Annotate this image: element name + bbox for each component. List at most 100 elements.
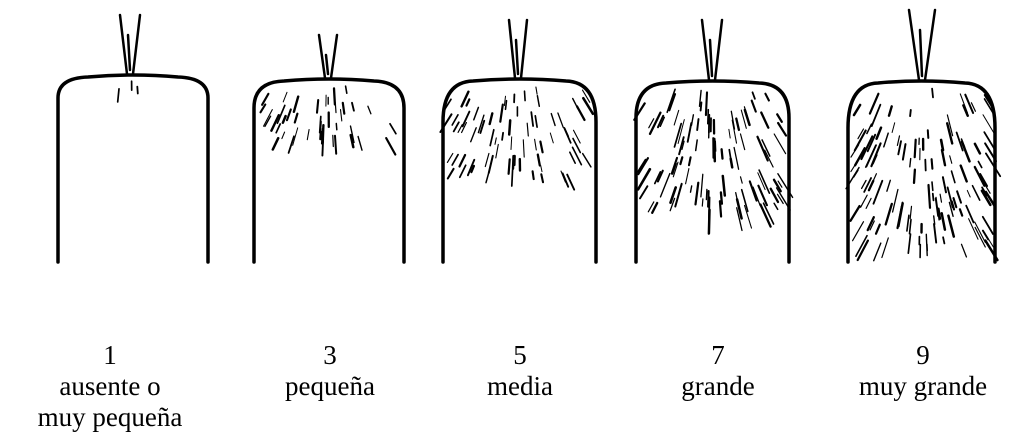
- streak-mark: [335, 136, 336, 154]
- streak-mark: [720, 201, 721, 216]
- streak-mark: [851, 162, 857, 172]
- streak-mark: [551, 114, 555, 126]
- specimen-5: [440, 20, 596, 262]
- streak-mark: [975, 167, 985, 186]
- streak-mark: [500, 105, 503, 122]
- streak-mark: [307, 130, 309, 140]
- streak-mark: [490, 130, 494, 146]
- specimen-3: [254, 35, 404, 262]
- streak-mark: [686, 169, 689, 184]
- streak-mark: [742, 190, 748, 212]
- stem: [702, 20, 722, 80]
- streak-mark: [511, 137, 512, 150]
- streak-mark: [688, 123, 692, 142]
- stem: [319, 35, 337, 78]
- streak-mark: [287, 110, 291, 121]
- streak-mark: [889, 106, 892, 115]
- streak-mark: [777, 114, 782, 122]
- streak-mark: [729, 129, 730, 138]
- streak-mark: [734, 148, 739, 170]
- streak-mark: [537, 96, 539, 107]
- streak-mark: [854, 170, 858, 177]
- streak-mark: [975, 144, 980, 154]
- streak-mark: [390, 124, 396, 134]
- streak-mark: [701, 102, 702, 110]
- streak-mark: [862, 181, 866, 189]
- streak-mark: [943, 237, 944, 243]
- streak-mark: [671, 188, 676, 203]
- streak-mark: [460, 155, 466, 167]
- streak-mark: [531, 112, 533, 126]
- streak-mark: [745, 205, 752, 228]
- streak-mark: [661, 174, 670, 197]
- streak-mark: [447, 154, 452, 163]
- streak-mark: [741, 134, 745, 150]
- streak-mark: [877, 128, 881, 139]
- streak-mark: [667, 89, 675, 112]
- streak-mark: [765, 94, 769, 101]
- streak-mark: [753, 92, 755, 99]
- streak-mark: [282, 132, 285, 139]
- specimen-9: [846, 10, 1000, 262]
- streak-mark: [884, 133, 888, 147]
- streak-mark: [509, 159, 510, 173]
- streak-mark: [942, 150, 945, 165]
- panel-label-7: 7 grande: [618, 340, 818, 402]
- streak-mark: [294, 97, 298, 112]
- streak-mark: [967, 190, 970, 197]
- streak-mark: [866, 198, 871, 208]
- streak-mark: [876, 225, 880, 234]
- streak-mark: [943, 177, 946, 192]
- streak-mark: [714, 139, 715, 161]
- streak-mark: [696, 183, 699, 205]
- streak-mark: [897, 136, 899, 146]
- streak-mark: [485, 154, 489, 167]
- streak-mark: [541, 166, 542, 172]
- streak-mark: [321, 132, 322, 139]
- streak-mark: [295, 114, 298, 123]
- score: 1: [10, 340, 210, 371]
- streak-mark: [702, 199, 703, 206]
- stem: [120, 15, 140, 74]
- streak-mark: [691, 186, 692, 192]
- label-line: muy grande: [828, 371, 1018, 402]
- panel-label-3: 3 pequeña: [230, 340, 430, 402]
- streak-mark: [341, 110, 342, 121]
- streak-mark: [490, 113, 493, 124]
- streak-mark: [452, 155, 458, 165]
- streak-mark: [471, 128, 477, 142]
- streak-mark: [535, 116, 537, 127]
- streak-mark: [540, 142, 542, 153]
- streak-mark: [893, 190, 898, 213]
- streak-mark: [283, 116, 286, 123]
- streak-mark: [486, 173, 489, 183]
- streak-mark: [525, 91, 526, 100]
- streak-mark: [692, 115, 694, 126]
- streak-mark: [334, 88, 335, 104]
- streak-mark: [910, 220, 912, 234]
- streak-mark: [966, 206, 973, 223]
- streak-mark: [708, 110, 709, 124]
- streak-mark: [346, 86, 347, 93]
- streak-mark: [978, 162, 981, 168]
- streak-mark: [320, 122, 321, 133]
- specimen-1: [58, 15, 208, 262]
- streak-mark: [706, 190, 707, 200]
- streak-mark: [336, 124, 337, 130]
- streak-mark: [732, 120, 736, 143]
- streak-mark: [941, 140, 943, 150]
- streak-mark: [352, 103, 354, 111]
- streak-mark: [903, 144, 906, 160]
- streak-mark: [723, 176, 725, 196]
- streak-mark: [709, 197, 710, 218]
- score: 7: [618, 340, 818, 371]
- streak-mark: [973, 186, 980, 200]
- label-line: muy pequeña: [10, 402, 210, 433]
- streak-mark: [506, 101, 507, 110]
- streak-mark: [689, 157, 691, 165]
- streak-mark: [932, 182, 933, 190]
- streak-mark: [741, 177, 743, 183]
- streak-mark: [454, 122, 459, 131]
- streak-mark: [564, 128, 571, 143]
